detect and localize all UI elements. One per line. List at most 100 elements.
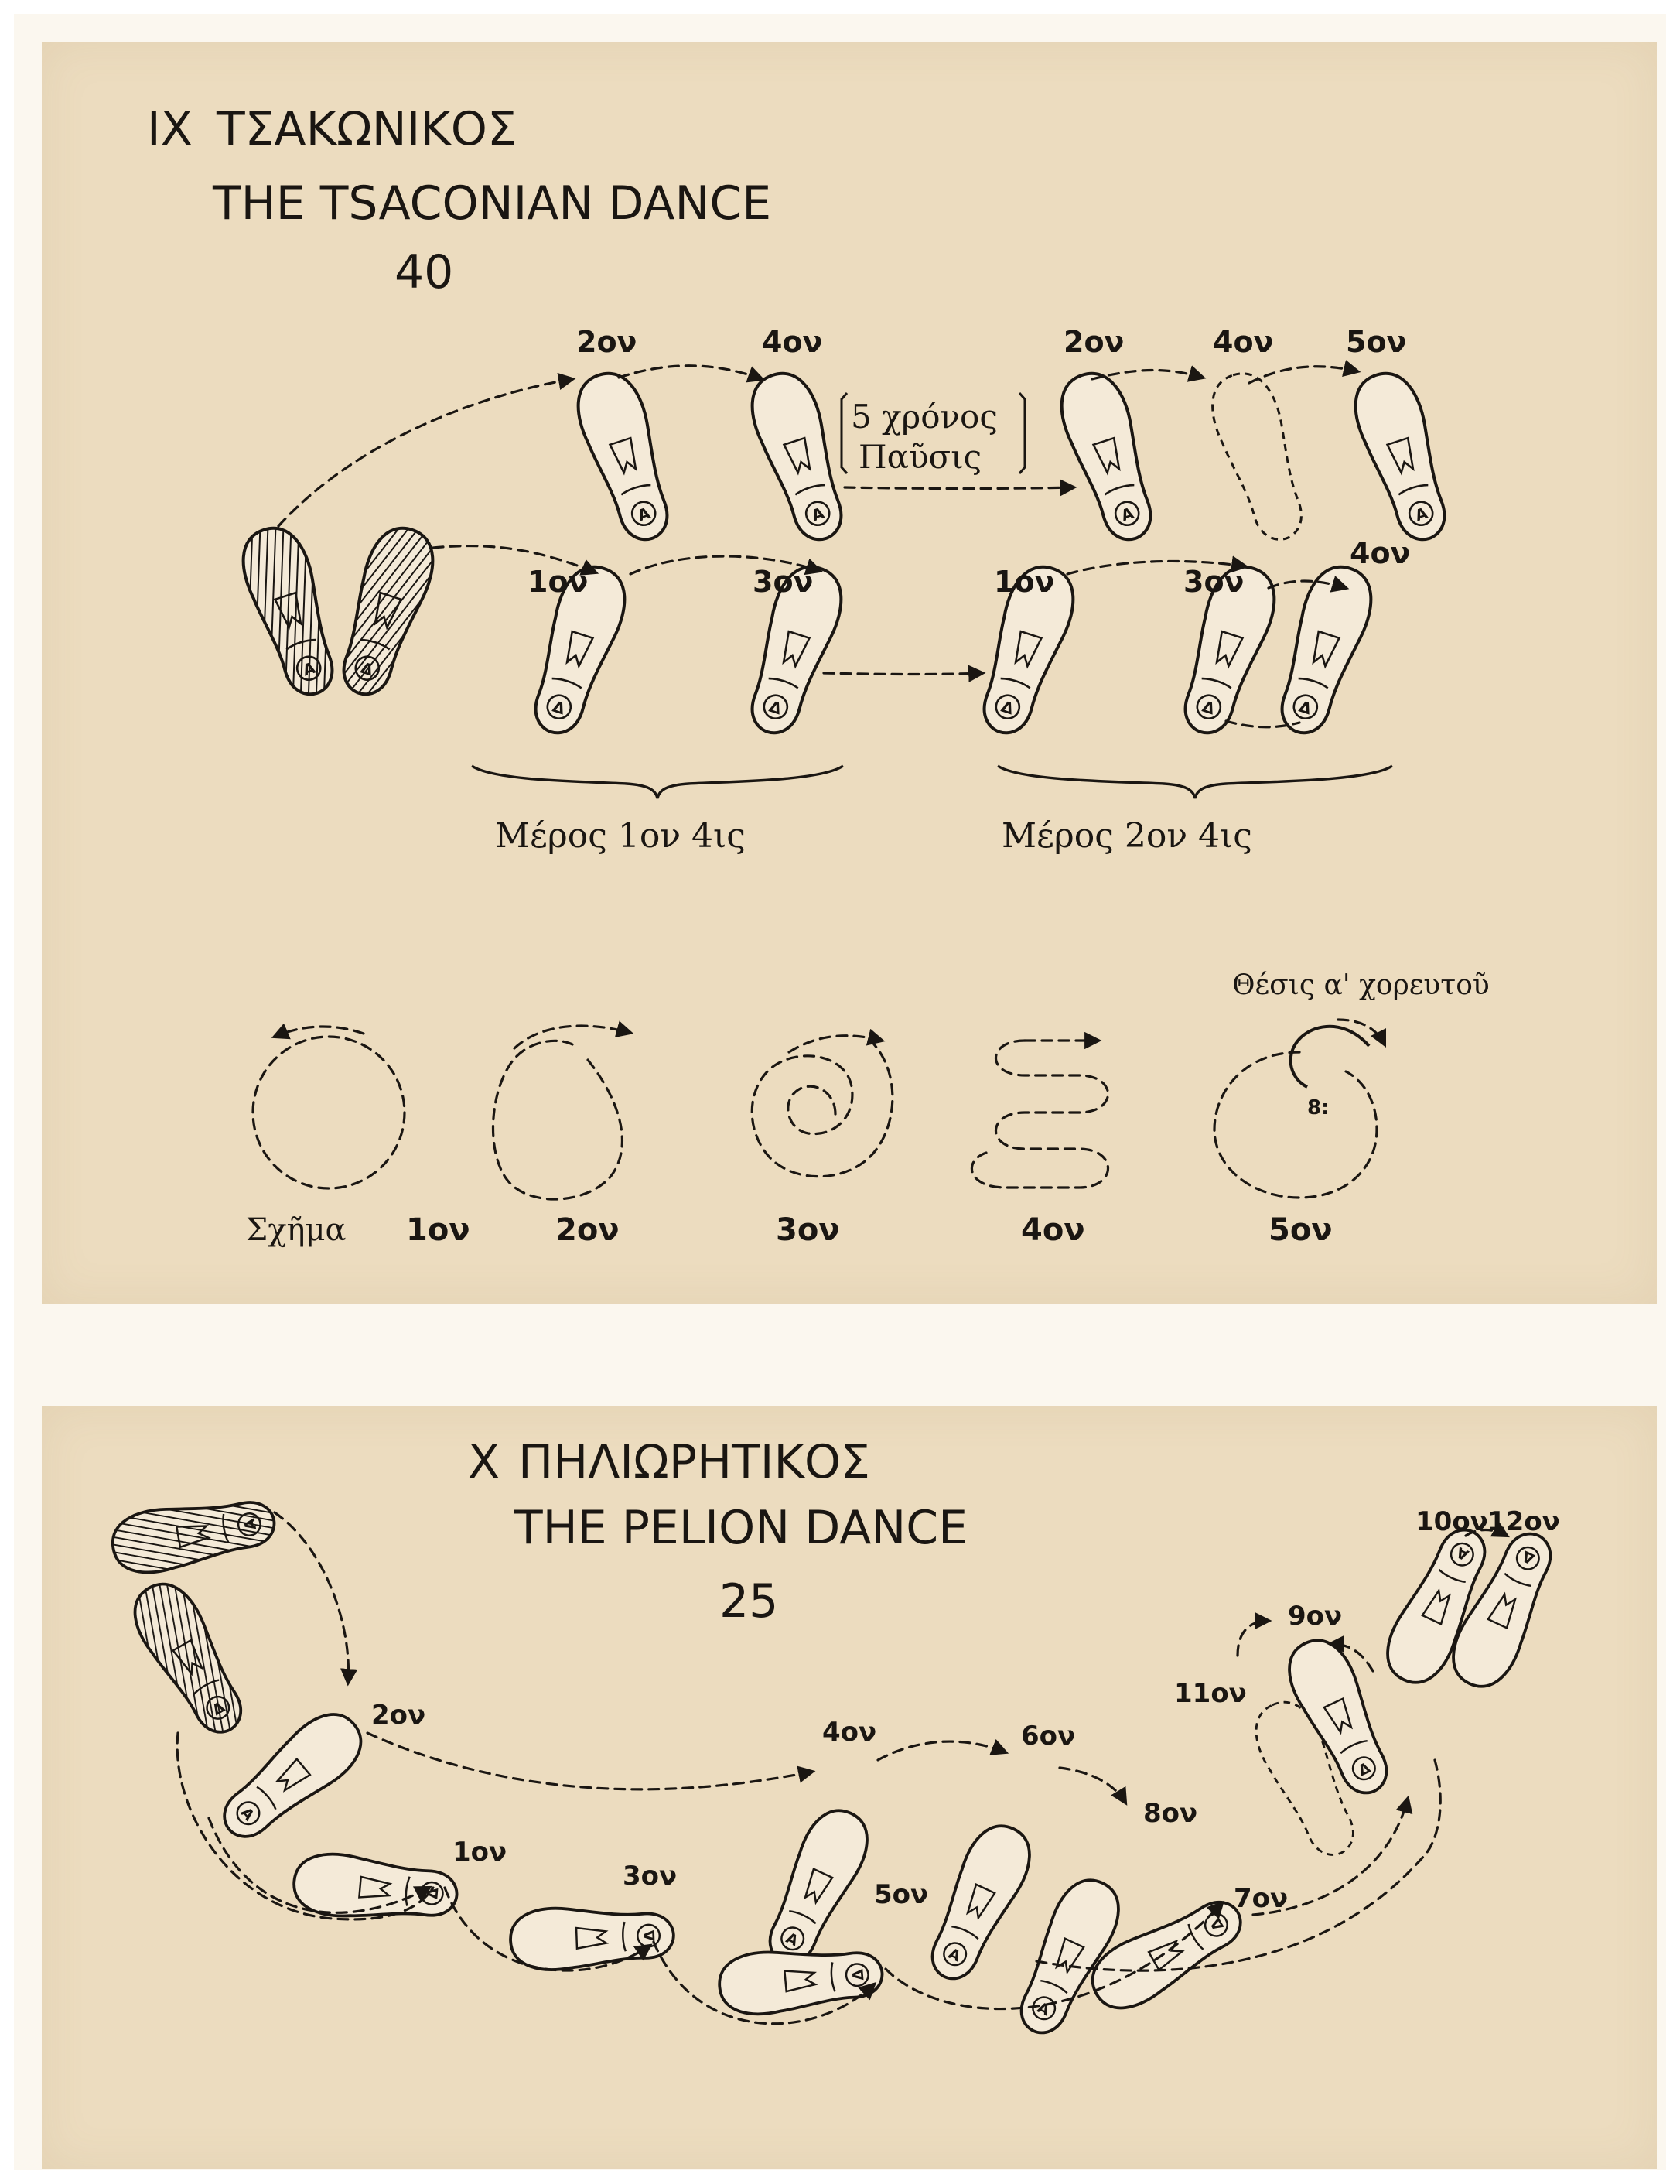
- pelion-foot-8: Δ: [1080, 1884, 1255, 2022]
- path-lower-3-to-1b: [822, 665, 986, 682]
- pelion-path-9-back: [1327, 1635, 1374, 1673]
- upper-foot-2b: Α: [1050, 364, 1168, 550]
- figure-1-circle: [251, 1035, 406, 1190]
- pelion-label-6: 6ον: [1021, 1721, 1075, 1752]
- upper-foot-4: Α: [740, 364, 859, 550]
- pelion-path-10-to-12: [1464, 1521, 1510, 1538]
- upper-foot-5b: Α: [1344, 364, 1462, 550]
- figures-prefix: Σχῆμα: [246, 1212, 347, 1248]
- pelion-path-7-to-9: [1251, 1795, 1413, 1916]
- svg-text:Δ: Δ: [849, 1968, 867, 1981]
- pelion-label-4: 4ον: [822, 1717, 876, 1748]
- pelion-label-9: 9ον: [1288, 1601, 1342, 1632]
- path-lower-3b-to-4b: [1267, 576, 1350, 593]
- section-x-title-greek: ΠΗΛΙΩΡΗΤΙΚΟΣ: [518, 1435, 870, 1489]
- pelion-foot-1: Δ: [290, 1849, 461, 1928]
- figure-label-3: 3ον: [776, 1212, 840, 1248]
- section-ix-title-greek: ΤΣΑΚΩΝΙΚΟΣ: [216, 102, 517, 156]
- pelion-label-10: 10ον: [1415, 1506, 1488, 1537]
- part-1-caption: Μέρος 1ον 4ις: [495, 816, 746, 856]
- figure-label-2: 2ον: [555, 1212, 620, 1248]
- section-x-number: 25: [719, 1574, 778, 1629]
- path-start-to-lower-1: [432, 544, 599, 576]
- brace-part-2: [997, 764, 1393, 799]
- label-lower-4b: 4ον: [1350, 536, 1410, 570]
- pelion-start-foot-hatched-1: Α: [106, 1488, 281, 1581]
- pelion-path-start-to-2: [273, 1511, 358, 1687]
- label-lower-1b: 1ον: [994, 565, 1054, 599]
- path-upper-2b-to-4b: [1091, 365, 1207, 382]
- label-lower-3: 3ον: [753, 565, 813, 599]
- pelion-foot-12: Δ: [1440, 1521, 1568, 1698]
- section-x-numeral: X: [468, 1435, 500, 1489]
- label-upper-2: 2ον: [576, 325, 637, 359]
- figure-3-arrow: [787, 1028, 886, 1054]
- pelion-label-3: 3ον: [623, 1861, 677, 1892]
- label-upper-5b: 5ον: [1346, 325, 1406, 359]
- path-lower-1b-to-3b: [1066, 555, 1249, 576]
- lower-foot-3: Δ: [735, 557, 853, 743]
- svg-text:Δ: Δ: [641, 1929, 659, 1942]
- path-lower-1-to-3: [629, 555, 824, 576]
- figure-label-1: 1ον: [406, 1212, 470, 1248]
- pelion-start-foot-hatched-2: Δ: [121, 1571, 259, 1747]
- figure-3-spiral: [750, 1043, 894, 1178]
- pelion-label-7: 7ον: [1234, 1883, 1288, 1914]
- section-ix-title-english: THE TSACONIAN DANCE: [212, 176, 771, 231]
- path-start-to-upper-2: [277, 372, 576, 528]
- section-ix-number: 40: [394, 245, 453, 299]
- pause-note-line1: 5 χρόνος: [851, 398, 998, 436]
- pelion-path-2-to-4: [366, 1731, 816, 1791]
- pause-note-line2: Παῦσις: [859, 438, 982, 476]
- figure-5-dancer-mark: 8:: [1307, 1096, 1330, 1119]
- pause-bracket-left: [840, 392, 849, 474]
- start-right-foot: Α: [231, 518, 350, 705]
- section-ix-numeral: IX: [147, 102, 193, 156]
- figure-5-arrow: [1337, 1018, 1387, 1048]
- pelion-foot-9: Δ: [1276, 1629, 1404, 1806]
- label-upper-4: 4ον: [762, 325, 822, 359]
- pelion-path-6-to-8: [1058, 1766, 1128, 1806]
- lower-foot-1: Δ: [518, 557, 637, 743]
- lower-foot-4b: Δ: [1265, 557, 1383, 743]
- figure-label-5: 5ον: [1269, 1212, 1333, 1248]
- path-upper-4b-to-5b: [1248, 360, 1361, 385]
- label-upper-2b: 2ον: [1064, 325, 1124, 359]
- pelion-foot-2: Α: [207, 1699, 376, 1854]
- upper-foot-4b-ghost: [1201, 364, 1318, 550]
- figure-label-4: 4ον: [1021, 1212, 1085, 1248]
- dancer-position-note: Θέσις α' χορευτοῦ: [1232, 969, 1490, 1001]
- label-upper-4b: 4ον: [1213, 325, 1273, 359]
- upper-foot-2: Α: [566, 364, 685, 550]
- figure-5-lead-line: [1289, 1024, 1371, 1089]
- pelion-label-8: 8ον: [1143, 1798, 1197, 1829]
- figure-2-circle: [491, 1039, 623, 1201]
- pelion-path-5-to-7: [884, 1900, 1225, 2011]
- pelion-path-to-1: [207, 1817, 432, 1914]
- pelion-foot-5: Δ: [715, 1940, 886, 2019]
- pelion-foot-3: Δ: [507, 1902, 677, 1973]
- path-lower-3b-heel: [1224, 719, 1301, 729]
- pelion-path-start-loop: [176, 1731, 435, 1921]
- pelion-foot-4: Α: [753, 1799, 880, 1976]
- start-left-foot: Δ: [326, 518, 445, 705]
- path-upper-4-to-2b: [843, 479, 1077, 497]
- path-upper-2-to-4: [617, 364, 766, 383]
- pelion-label-2: 2ον: [371, 1700, 425, 1731]
- pelion-label-11: 11ον: [1174, 1678, 1247, 1709]
- pelion-path-4-to-6: [876, 1738, 1009, 1762]
- pelion-path-1-to-3: [443, 1886, 653, 1972]
- label-lower-1: 1ον: [528, 565, 588, 599]
- lower-foot-3b: Δ: [1168, 557, 1286, 743]
- pause-bracket-right: [1018, 392, 1026, 474]
- pelion-foot-10: Α: [1374, 1517, 1502, 1694]
- pelion-label-5: 5ον: [874, 1879, 928, 1910]
- label-lower-3b: 3ον: [1183, 565, 1244, 599]
- svg-text:Α: Α: [241, 1517, 260, 1532]
- pelion-path-3-to-5: [652, 1940, 877, 2025]
- part-2-caption: Μέρος 2ον 4ις: [1002, 816, 1252, 856]
- figure-5-circle: [1213, 1051, 1378, 1199]
- pelion-label-1: 1ον: [452, 1837, 507, 1868]
- lower-foot-1b: Δ: [967, 557, 1085, 743]
